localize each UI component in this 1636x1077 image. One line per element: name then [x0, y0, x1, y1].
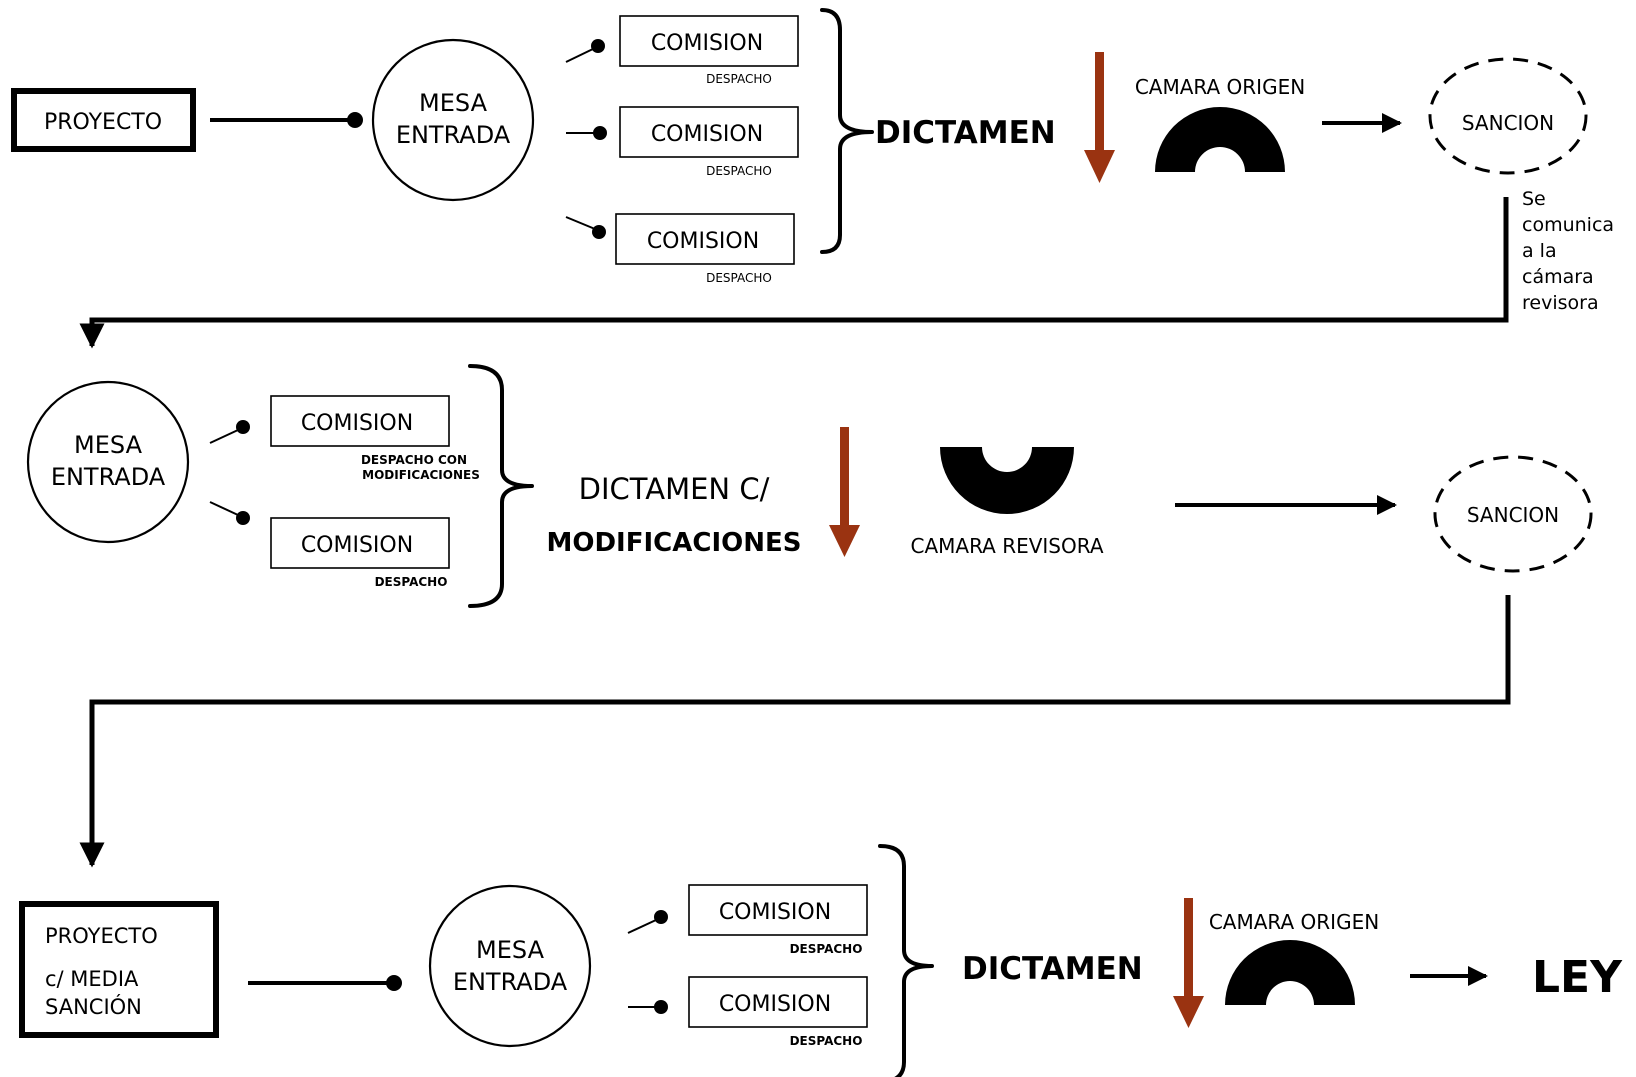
despacho-note: DESPACHO	[706, 72, 772, 86]
entrada-label: ENTRADA	[453, 968, 568, 996]
comision-box: COMISION	[270, 395, 450, 447]
proyecto-media-sancion-box: PROYECTO c/ MEDIA SANCIÓN	[19, 901, 219, 1038]
grouping-brace	[878, 844, 934, 1077]
ley-label: LEY	[1532, 952, 1623, 1003]
note-line: cámara	[1522, 266, 1594, 288]
connector-dot	[236, 420, 250, 434]
connector-line	[627, 919, 657, 934]
row-camara-origen: PROYECTO MESA ENTRADA COMISION DESPACHO …	[11, 8, 1588, 349]
sancion-ellipse: SANCION	[1433, 455, 1593, 573]
connector-dot	[347, 112, 363, 128]
mesa-entrada-circle: MESA ENTRADA	[428, 884, 592, 1048]
camara-revisora-label: CAMARA REVISORA	[910, 534, 1103, 558]
mesa-label: MESA	[476, 936, 545, 964]
camara-origen-label: CAMARA ORIGEN	[1135, 75, 1305, 99]
despacho-note: MODIFICACIONES	[362, 468, 480, 482]
mesa-entrada-circle: MESA ENTRADA	[26, 380, 190, 544]
down-arrow-icon	[829, 427, 860, 557]
despacho-note: DESPACHO	[706, 164, 772, 178]
camara-origen-label: CAMARA ORIGEN	[1209, 910, 1379, 934]
comision-box: COMISION	[688, 884, 868, 936]
dictamen-label: MODIFICACIONES	[547, 528, 802, 558]
sancion-label: SANCIÓN	[45, 994, 142, 1019]
comision-label: COMISION	[719, 900, 831, 925]
connector-dot	[592, 225, 606, 239]
proyecto-box: PROYECTO	[11, 88, 196, 152]
dictamen-label: DICTAMEN	[875, 115, 1056, 151]
comision-box: COMISION	[619, 15, 799, 67]
connector-line	[565, 216, 596, 230]
flow-connector	[79, 595, 1511, 868]
entrada-label: ENTRADA	[51, 463, 166, 491]
comision-box: COMISION	[688, 976, 868, 1028]
grouping-brace	[468, 364, 534, 608]
comision-box: COMISION	[615, 213, 795, 265]
comision-label: COMISION	[651, 122, 763, 147]
connector-dot	[591, 39, 605, 53]
comision-label: COMISION	[647, 229, 759, 254]
comision-label: COMISION	[301, 411, 413, 436]
connector-line	[209, 429, 239, 444]
connector-dot	[654, 1000, 668, 1014]
mesa-label: MESA	[74, 431, 143, 459]
sancion-label: SANCION	[1467, 503, 1559, 527]
mesa-entrada-circle: MESA ENTRADA	[371, 38, 535, 202]
despacho-note: DESPACHO	[706, 271, 772, 285]
connector-dot	[236, 511, 250, 525]
sancion-label: SANCION	[1462, 111, 1554, 135]
down-arrow-icon	[1173, 898, 1204, 1028]
connector-dot	[654, 910, 668, 924]
despacho-note: DESPACHO	[790, 942, 863, 956]
comision-box: COMISION	[270, 517, 450, 569]
comision-label: COMISION	[301, 533, 413, 558]
note-line: revisora	[1522, 292, 1599, 314]
comunica-note: Se comunica a la cámara revisora	[1522, 186, 1632, 316]
chamber-arc-icon	[1225, 940, 1355, 1005]
dictamen-label: DICTAMEN	[962, 951, 1143, 987]
flow-connector	[79, 197, 1509, 349]
media-label: c/ MEDIA	[45, 967, 139, 991]
down-arrow-icon	[1084, 52, 1115, 183]
comision-label: COMISION	[651, 31, 763, 56]
note-line: a la	[1522, 240, 1557, 262]
connector-line	[565, 47, 596, 63]
row-media-sancion: PROYECTO c/ MEDIA SANCIÓN MESA ENTRADA C…	[19, 844, 1623, 1077]
entrada-label: ENTRADA	[396, 121, 511, 149]
comision-label: COMISION	[719, 992, 831, 1017]
row-camara-revisora: MESA ENTRADA COMISION DESPACHO CON MODIF…	[26, 364, 1593, 868]
mesa-label: MESA	[419, 89, 488, 117]
note-line: Se	[1522, 188, 1546, 210]
proyecto-label: PROYECTO	[45, 924, 158, 948]
despacho-note: DESPACHO	[790, 1034, 863, 1048]
despacho-note: DESPACHO CON	[361, 453, 467, 467]
connector-dot	[593, 126, 607, 140]
grouping-brace	[820, 8, 874, 254]
connector-dot	[386, 975, 402, 991]
connector-line	[209, 501, 239, 516]
despacho-note: DESPACHO	[375, 575, 448, 589]
chamber-arc-icon	[940, 447, 1074, 514]
proyecto-label: PROYECTO	[44, 110, 162, 135]
sancion-ellipse: SANCION	[1428, 57, 1588, 175]
comision-box: COMISION	[619, 106, 799, 158]
dictamen-label: DICTAMEN C/	[579, 472, 770, 506]
chamber-arc-icon	[1155, 107, 1285, 172]
note-line: comunica	[1522, 214, 1615, 236]
